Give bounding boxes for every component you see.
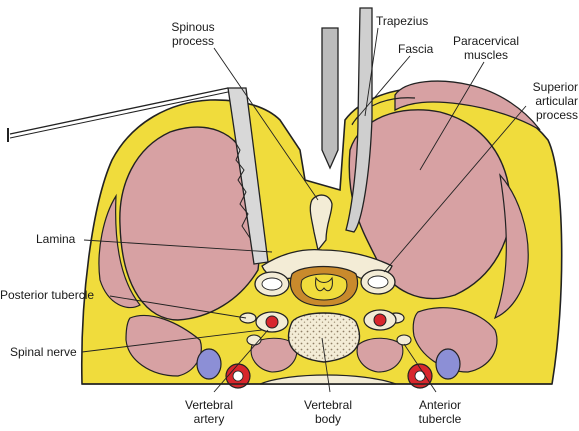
right-vertebral-artery-foramen	[373, 313, 387, 327]
label-posterior-tubercle: Posterior tubercle	[0, 288, 95, 302]
label-spinal-nerve: Spinal nerve	[10, 345, 77, 359]
dissector-instrument	[345, 7, 373, 233]
label-spinous-process: Spinous process	[171, 20, 215, 48]
spinous-process	[309, 194, 333, 252]
leader-lines	[81, 27, 527, 393]
vertebral-body	[287, 312, 361, 363]
right-anterior-tubercle	[396, 334, 412, 346]
right-longus-muscle	[356, 337, 404, 373]
label-lamina: Lamina	[36, 232, 76, 246]
trapezius-muscle	[394, 80, 541, 131]
retractor-handle	[9, 87, 229, 135]
label-anterior-tubercle: Anterior tubercle	[418, 398, 462, 426]
label-fascia: Fascia	[398, 42, 434, 56]
label-trapezius: Trapezius	[376, 14, 429, 28]
label-superior-articular-process: Superior articular process	[532, 80, 578, 122]
right-paracervical-muscle	[348, 109, 512, 300]
left-vertebral-artery-foramen	[265, 315, 279, 329]
left-longus-muscle	[250, 337, 298, 373]
retractor-teeth	[233, 139, 251, 239]
label-vertebral-body: Vertebral body	[303, 398, 353, 426]
gray-matter	[315, 276, 333, 292]
right-jugular-vein	[435, 348, 461, 380]
left-jugular-vein	[196, 348, 222, 380]
surgical-probe	[321, 27, 339, 170]
right-outer-muscle	[493, 173, 529, 320]
left-lower-muscle	[125, 314, 202, 377]
left-outer-muscle	[98, 193, 141, 309]
right-lower-muscle	[412, 307, 498, 373]
label-paracervical-muscles: Paracervical muscles	[452, 34, 520, 62]
left-posterior-tubercle	[239, 312, 257, 324]
label-vertebral-artery: Vertebral artery	[184, 398, 234, 426]
